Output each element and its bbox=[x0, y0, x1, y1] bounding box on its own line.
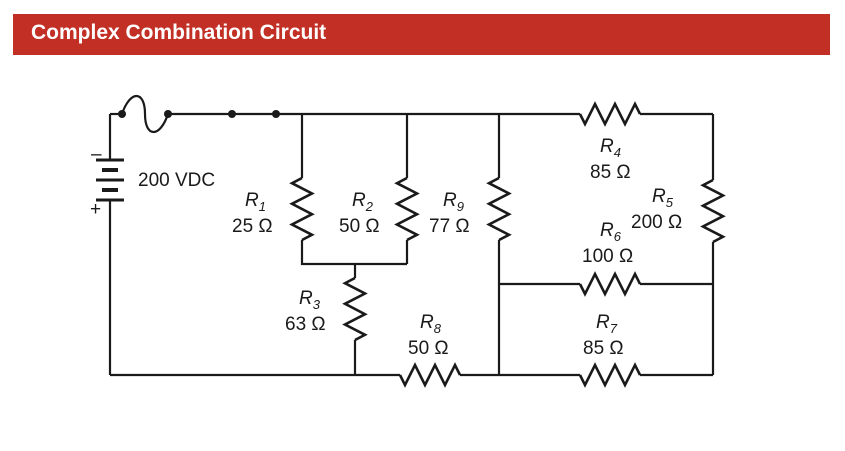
r1-value: 25 Ω bbox=[232, 216, 273, 237]
battery-negative-label: – bbox=[91, 144, 102, 165]
source-voltage-label: 200 VDC bbox=[138, 170, 215, 191]
title-banner: Complex Combination Circuit bbox=[13, 14, 830, 55]
battery-icon bbox=[96, 158, 124, 202]
svg-text:R8: R8 bbox=[420, 312, 442, 336]
svg-text:R9: R9 bbox=[443, 190, 464, 214]
svg-text:R3: R3 bbox=[299, 288, 321, 312]
r4-label: R4 85 Ω bbox=[590, 136, 631, 183]
svg-text:R2: R2 bbox=[352, 190, 374, 214]
r6-label: R6 100 Ω bbox=[582, 220, 633, 267]
svg-text:R6: R6 bbox=[600, 220, 622, 244]
r6-resistor-symbol bbox=[578, 271, 642, 297]
r8-value: 50 Ω bbox=[408, 338, 449, 359]
r8-label: R8 50 Ω bbox=[408, 312, 449, 359]
wires bbox=[108, 112, 715, 377]
wire-r1-bottom bbox=[300, 240, 407, 266]
r4-resistor-symbol bbox=[578, 101, 642, 127]
r5-value: 200 Ω bbox=[631, 212, 682, 233]
r1-resistor-symbol bbox=[289, 176, 315, 242]
r5-resistor-symbol bbox=[700, 178, 726, 244]
r7-resistor-symbol bbox=[578, 362, 642, 388]
r4-value: 85 Ω bbox=[590, 162, 631, 183]
r1-label: R1 25 Ω bbox=[232, 190, 273, 237]
r3-label: R3 63 Ω bbox=[285, 288, 326, 335]
r3-resistor-symbol bbox=[342, 276, 368, 342]
r2-label: R2 50 Ω bbox=[339, 190, 380, 237]
svg-text:R7: R7 bbox=[596, 312, 618, 336]
page-title: Complex Combination Circuit bbox=[31, 21, 327, 44]
r7-label: R7 85 Ω bbox=[583, 312, 624, 359]
r3-value: 63 Ω bbox=[285, 314, 326, 335]
r2-value: 50 Ω bbox=[339, 216, 380, 237]
battery-positive-label: + bbox=[90, 199, 101, 220]
switch-icon bbox=[228, 110, 280, 118]
svg-text:R1: R1 bbox=[245, 190, 266, 214]
svg-text:R4: R4 bbox=[600, 136, 621, 160]
r2-resistor-symbol bbox=[394, 176, 420, 242]
r7-value: 85 Ω bbox=[583, 338, 624, 359]
r5-label: R5 200 Ω bbox=[631, 186, 682, 233]
r9-value: 77 Ω bbox=[429, 216, 470, 237]
fuse-icon bbox=[118, 95, 172, 133]
svg-text:R5: R5 bbox=[652, 186, 674, 210]
r6-value: 100 Ω bbox=[582, 246, 633, 267]
resistor-symbols bbox=[289, 101, 726, 388]
r8-resistor-symbol bbox=[398, 362, 462, 388]
r9-resistor-symbol bbox=[486, 176, 512, 242]
r9-label: R9 77 Ω bbox=[429, 190, 470, 237]
